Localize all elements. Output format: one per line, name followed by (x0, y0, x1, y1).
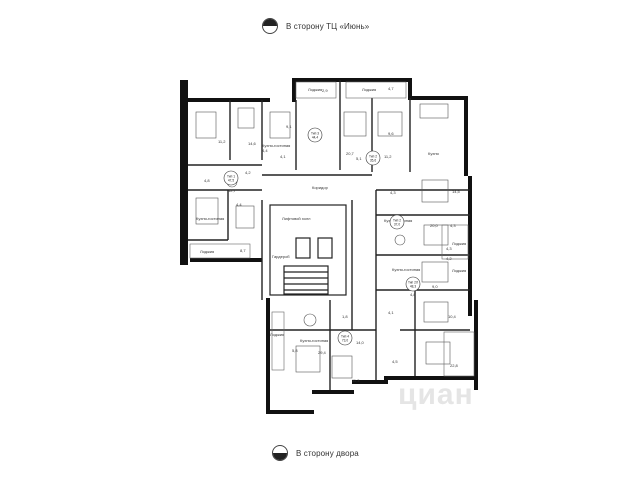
svg-text:11,2: 11,2 (384, 154, 392, 159)
svg-text:9,1: 9,1 (286, 124, 292, 129)
svg-text:29,4: 29,4 (318, 350, 327, 355)
svg-text:4,1: 4,1 (388, 310, 394, 315)
inner-walls (188, 80, 470, 390)
room-label: Кухня-гостиная (392, 267, 420, 272)
orientation-top-label: В сторону ТЦ «Июнь» (286, 21, 370, 31)
svg-text:4,5: 4,5 (392, 359, 398, 364)
svg-text:4,3: 4,3 (390, 190, 396, 195)
room-label: Кухня-гостиная (196, 216, 224, 221)
svg-text:14,6: 14,6 (248, 141, 257, 146)
room-label: Лоджия (452, 241, 466, 246)
areas: 11,2 14,6 9,1 2,9 4,7 9,6 11,2 4,1 4,4 2… (204, 86, 461, 383)
apartment-badge: Тип 1 47,5 (223, 170, 239, 186)
corridor-label: Коридор (312, 185, 329, 190)
svg-text:4,3: 4,3 (446, 246, 452, 251)
apartment-badge: Тип 4 73,0 (337, 330, 353, 346)
svg-text:4,7: 4,7 (388, 86, 394, 91)
apartment-badge: Тип 3 44,4 (307, 127, 323, 143)
svg-text:Тип 3: Тип 3 (311, 132, 319, 136)
orientation-bottom: В сторону двора (272, 445, 359, 461)
room-label: Лоджия (308, 87, 322, 92)
apartment-badge: Тип 2Л 48,3 (405, 276, 421, 292)
svg-text:35,6: 35,6 (370, 159, 376, 163)
apartment-badges: Тип 3 44,4 Тип 2 35,6 Тип 1 47,5 Тип 2 3… (223, 127, 421, 346)
svg-text:20,0: 20,0 (430, 223, 439, 228)
svg-text:22,8: 22,8 (450, 363, 459, 368)
svg-text:4,8: 4,8 (204, 178, 210, 183)
svg-text:12,7: 12,7 (228, 188, 237, 193)
compass-icon (262, 18, 278, 34)
orientation-bottom-label: В сторону двора (296, 448, 359, 458)
svg-text:20,7: 20,7 (346, 151, 355, 156)
svg-text:9,0: 9,0 (432, 284, 438, 289)
watermark-logo: циан (398, 378, 474, 411)
svg-text:10,4: 10,4 (448, 314, 457, 319)
svg-text:73,0: 73,0 (342, 339, 348, 343)
compass-icon (272, 445, 288, 461)
svg-text:4,4: 4,4 (262, 148, 268, 153)
room-label: Лоджия (200, 249, 214, 254)
svg-text:2,9: 2,9 (322, 88, 328, 93)
svg-text:1,8: 1,8 (342, 314, 348, 319)
svg-text:11,3: 11,3 (352, 378, 360, 383)
room-labels: Лоджия Лоджия Лоджия Лоджия Лоджия Лоджи… (196, 87, 466, 343)
svg-text:4,3: 4,3 (450, 223, 456, 228)
svg-text:37,0: 37,0 (394, 223, 400, 227)
balconies (189, 81, 475, 377)
furniture (195, 103, 451, 379)
svg-text:4,1: 4,1 (280, 154, 286, 159)
svg-text:14,5: 14,5 (452, 189, 461, 194)
svg-text:47,5: 47,5 (228, 179, 234, 183)
room-label: Кухня (428, 151, 439, 156)
svg-text:Тип 4: Тип 4 (341, 335, 349, 339)
svg-text:4,2: 4,2 (446, 256, 452, 261)
svg-text:Тип 1: Тип 1 (227, 175, 235, 179)
room-label: Кухня-гостиная (300, 338, 328, 343)
stair-label: Гардероб (272, 254, 290, 259)
orientation-top: В сторону ТЦ «Июнь» (262, 18, 369, 34)
room-label: Кухня-гостиная (262, 143, 290, 148)
outer-walls (180, 78, 478, 414)
svg-text:9,6: 9,6 (388, 131, 394, 136)
room-label: Лоджия (452, 268, 466, 273)
apartment-badge: Тип 2 35,6 (365, 150, 381, 166)
apartment-badge: Тип 2 37,0 (389, 214, 405, 230)
svg-text:Тип 2: Тип 2 (393, 219, 401, 223)
core (269, 204, 347, 296)
svg-text:Тип 2: Тип 2 (369, 155, 377, 159)
svg-text:8,7: 8,7 (240, 248, 246, 253)
svg-text:5,1: 5,1 (356, 156, 362, 161)
svg-text:44,4: 44,4 (312, 136, 318, 140)
svg-text:48,3: 48,3 (410, 285, 416, 289)
svg-text:11,2: 11,2 (218, 139, 226, 144)
svg-text:4,4: 4,4 (236, 202, 242, 207)
svg-text:14,0: 14,0 (356, 340, 365, 345)
lift-lobby-label: Лифтовой холл (282, 216, 311, 221)
room-label: Лоджия (270, 332, 284, 337)
svg-text:4,8: 4,8 (410, 292, 416, 297)
svg-text:5,8: 5,8 (292, 348, 298, 353)
svg-text:Тип 2Л: Тип 2Л (408, 281, 418, 285)
room-label: Лоджия (362, 87, 376, 92)
svg-text:4,2: 4,2 (245, 170, 251, 175)
